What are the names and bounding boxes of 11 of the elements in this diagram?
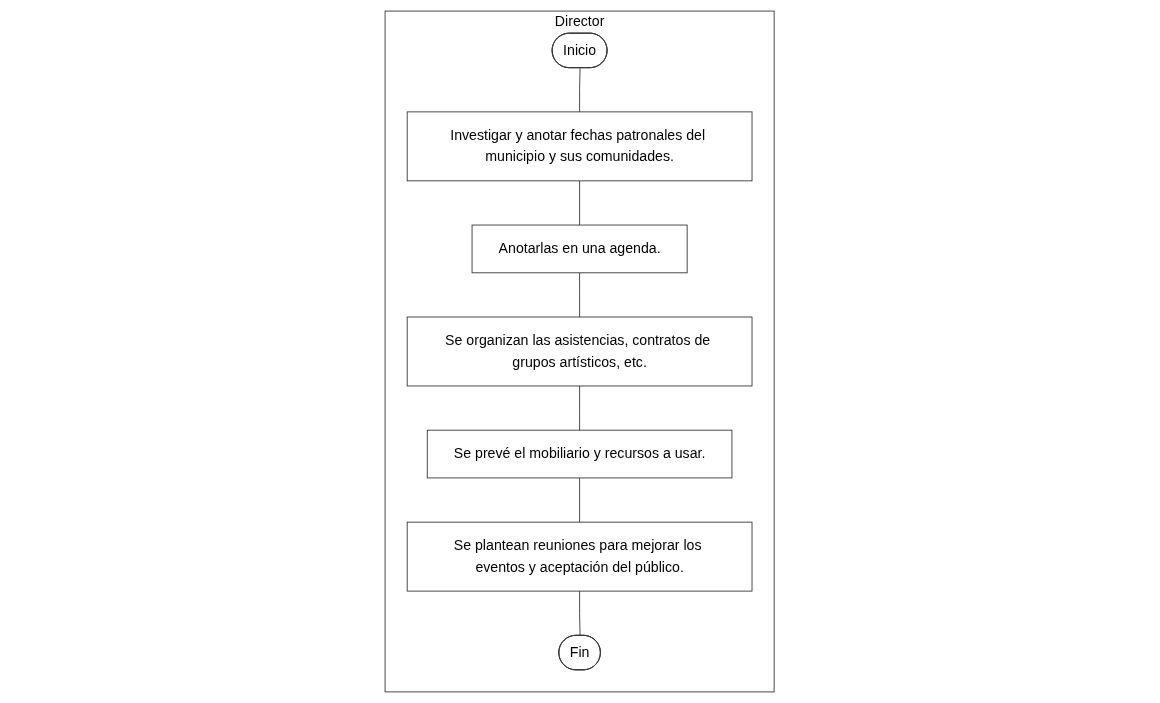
connector bbox=[579, 272, 581, 318]
connector bbox=[579, 67, 581, 113]
connector bbox=[579, 180, 581, 226]
connector bbox=[579, 590, 581, 637]
node-box: Se organizan las asistencias, contratos de grupos artísticos, etc. bbox=[407, 316, 753, 387]
connector bbox=[579, 385, 581, 431]
node-box: Se plantean reuniones para mejorar los eventos y aceptación del público. bbox=[407, 521, 753, 592]
node-box: Se prevé el mobiliario y recursos a usar. bbox=[427, 429, 733, 479]
node-box: Anotarlas en una agenda. bbox=[472, 224, 688, 274]
node-box: Investigar y anotar fechas patronales del municipio y sus comunidades. bbox=[407, 111, 753, 182]
connector bbox=[579, 477, 581, 523]
